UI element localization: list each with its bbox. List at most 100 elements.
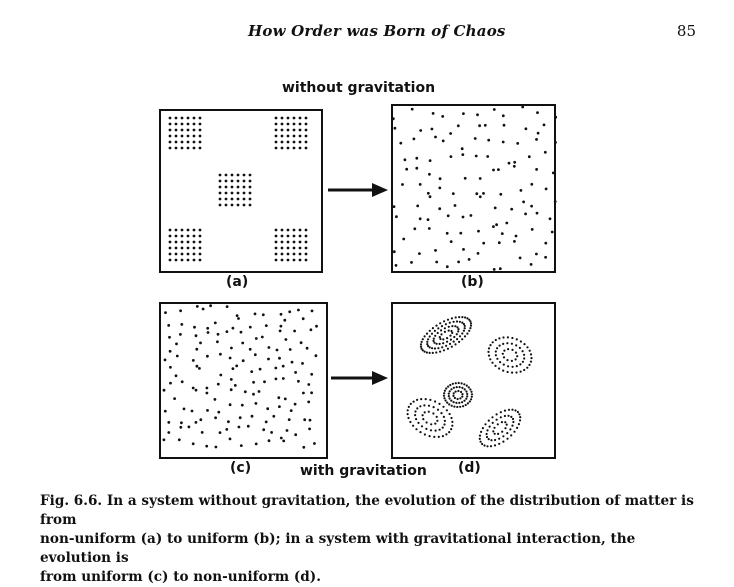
dot	[496, 357, 499, 360]
dot	[174, 258, 178, 262]
dot	[313, 442, 316, 445]
dot	[518, 256, 522, 260]
dot	[535, 168, 538, 171]
dot	[461, 215, 465, 219]
dot	[180, 323, 184, 326]
dot	[168, 252, 172, 256]
dot	[180, 252, 184, 256]
dot	[180, 380, 184, 384]
dot	[254, 402, 258, 405]
dot	[482, 192, 485, 195]
dot	[236, 185, 240, 189]
dot	[401, 183, 404, 186]
dot	[423, 433, 426, 436]
dot	[536, 111, 539, 114]
dot	[236, 197, 240, 201]
dot	[414, 414, 417, 417]
dot	[519, 370, 522, 373]
dot	[440, 333, 443, 336]
dot	[304, 116, 308, 120]
panel-d-frame	[391, 302, 556, 459]
dot	[423, 335, 426, 338]
dot	[250, 414, 254, 418]
dot	[553, 200, 557, 204]
dot	[274, 228, 278, 232]
dot	[544, 255, 547, 259]
dot	[496, 423, 499, 426]
dot	[447, 395, 450, 398]
dot	[437, 347, 440, 350]
dot	[218, 179, 222, 183]
dot	[498, 344, 501, 347]
dot	[468, 329, 471, 332]
dot	[459, 397, 462, 400]
dot	[236, 191, 240, 195]
dot	[186, 252, 190, 256]
dot	[301, 317, 305, 321]
dot	[493, 206, 497, 210]
dot	[280, 116, 284, 120]
dot	[438, 402, 441, 405]
dot	[239, 444, 243, 447]
dot	[492, 108, 496, 111]
dot	[509, 428, 512, 431]
dot	[224, 203, 228, 207]
dot	[231, 367, 235, 370]
dot	[451, 420, 454, 423]
dot	[177, 438, 181, 442]
dot	[192, 146, 196, 150]
dot	[492, 225, 495, 229]
dot	[452, 320, 455, 323]
dot	[510, 434, 513, 437]
dot	[466, 395, 469, 398]
dot	[192, 116, 196, 120]
dot	[452, 394, 455, 397]
dot	[307, 383, 311, 386]
dot	[292, 128, 296, 132]
dot	[297, 308, 300, 312]
dot	[460, 382, 463, 385]
dot	[421, 338, 424, 341]
dot	[434, 429, 437, 432]
dot	[506, 432, 509, 435]
dot	[298, 122, 302, 126]
dot	[241, 359, 245, 363]
dot	[449, 334, 452, 337]
dot	[521, 105, 525, 109]
dot	[467, 258, 471, 261]
dot	[308, 427, 311, 431]
dot	[198, 367, 201, 370]
dot	[248, 173, 252, 177]
dot	[301, 362, 304, 365]
dot	[228, 403, 232, 407]
dot	[248, 325, 252, 329]
dot	[192, 228, 196, 232]
dot	[502, 342, 505, 345]
dot	[191, 386, 195, 390]
dot	[219, 373, 223, 377]
dot	[536, 131, 540, 135]
dot	[440, 329, 443, 332]
dot	[394, 264, 398, 267]
dot	[216, 382, 220, 386]
dot	[480, 430, 483, 433]
dot	[298, 134, 302, 138]
dot	[463, 176, 467, 180]
dot	[193, 325, 196, 329]
dot	[442, 415, 445, 418]
dot	[237, 317, 240, 320]
dot	[277, 396, 281, 400]
dot	[419, 431, 422, 434]
dot	[274, 377, 278, 381]
dot	[519, 340, 523, 343]
dot	[446, 214, 450, 218]
dot	[192, 240, 196, 244]
dot	[457, 381, 460, 385]
dot	[506, 437, 509, 440]
dot	[470, 395, 473, 398]
running-head: How Order was Born of Chaos 85	[0, 22, 734, 46]
dot	[441, 346, 444, 349]
dot	[280, 252, 284, 256]
dot	[450, 404, 453, 407]
dot	[461, 316, 464, 319]
